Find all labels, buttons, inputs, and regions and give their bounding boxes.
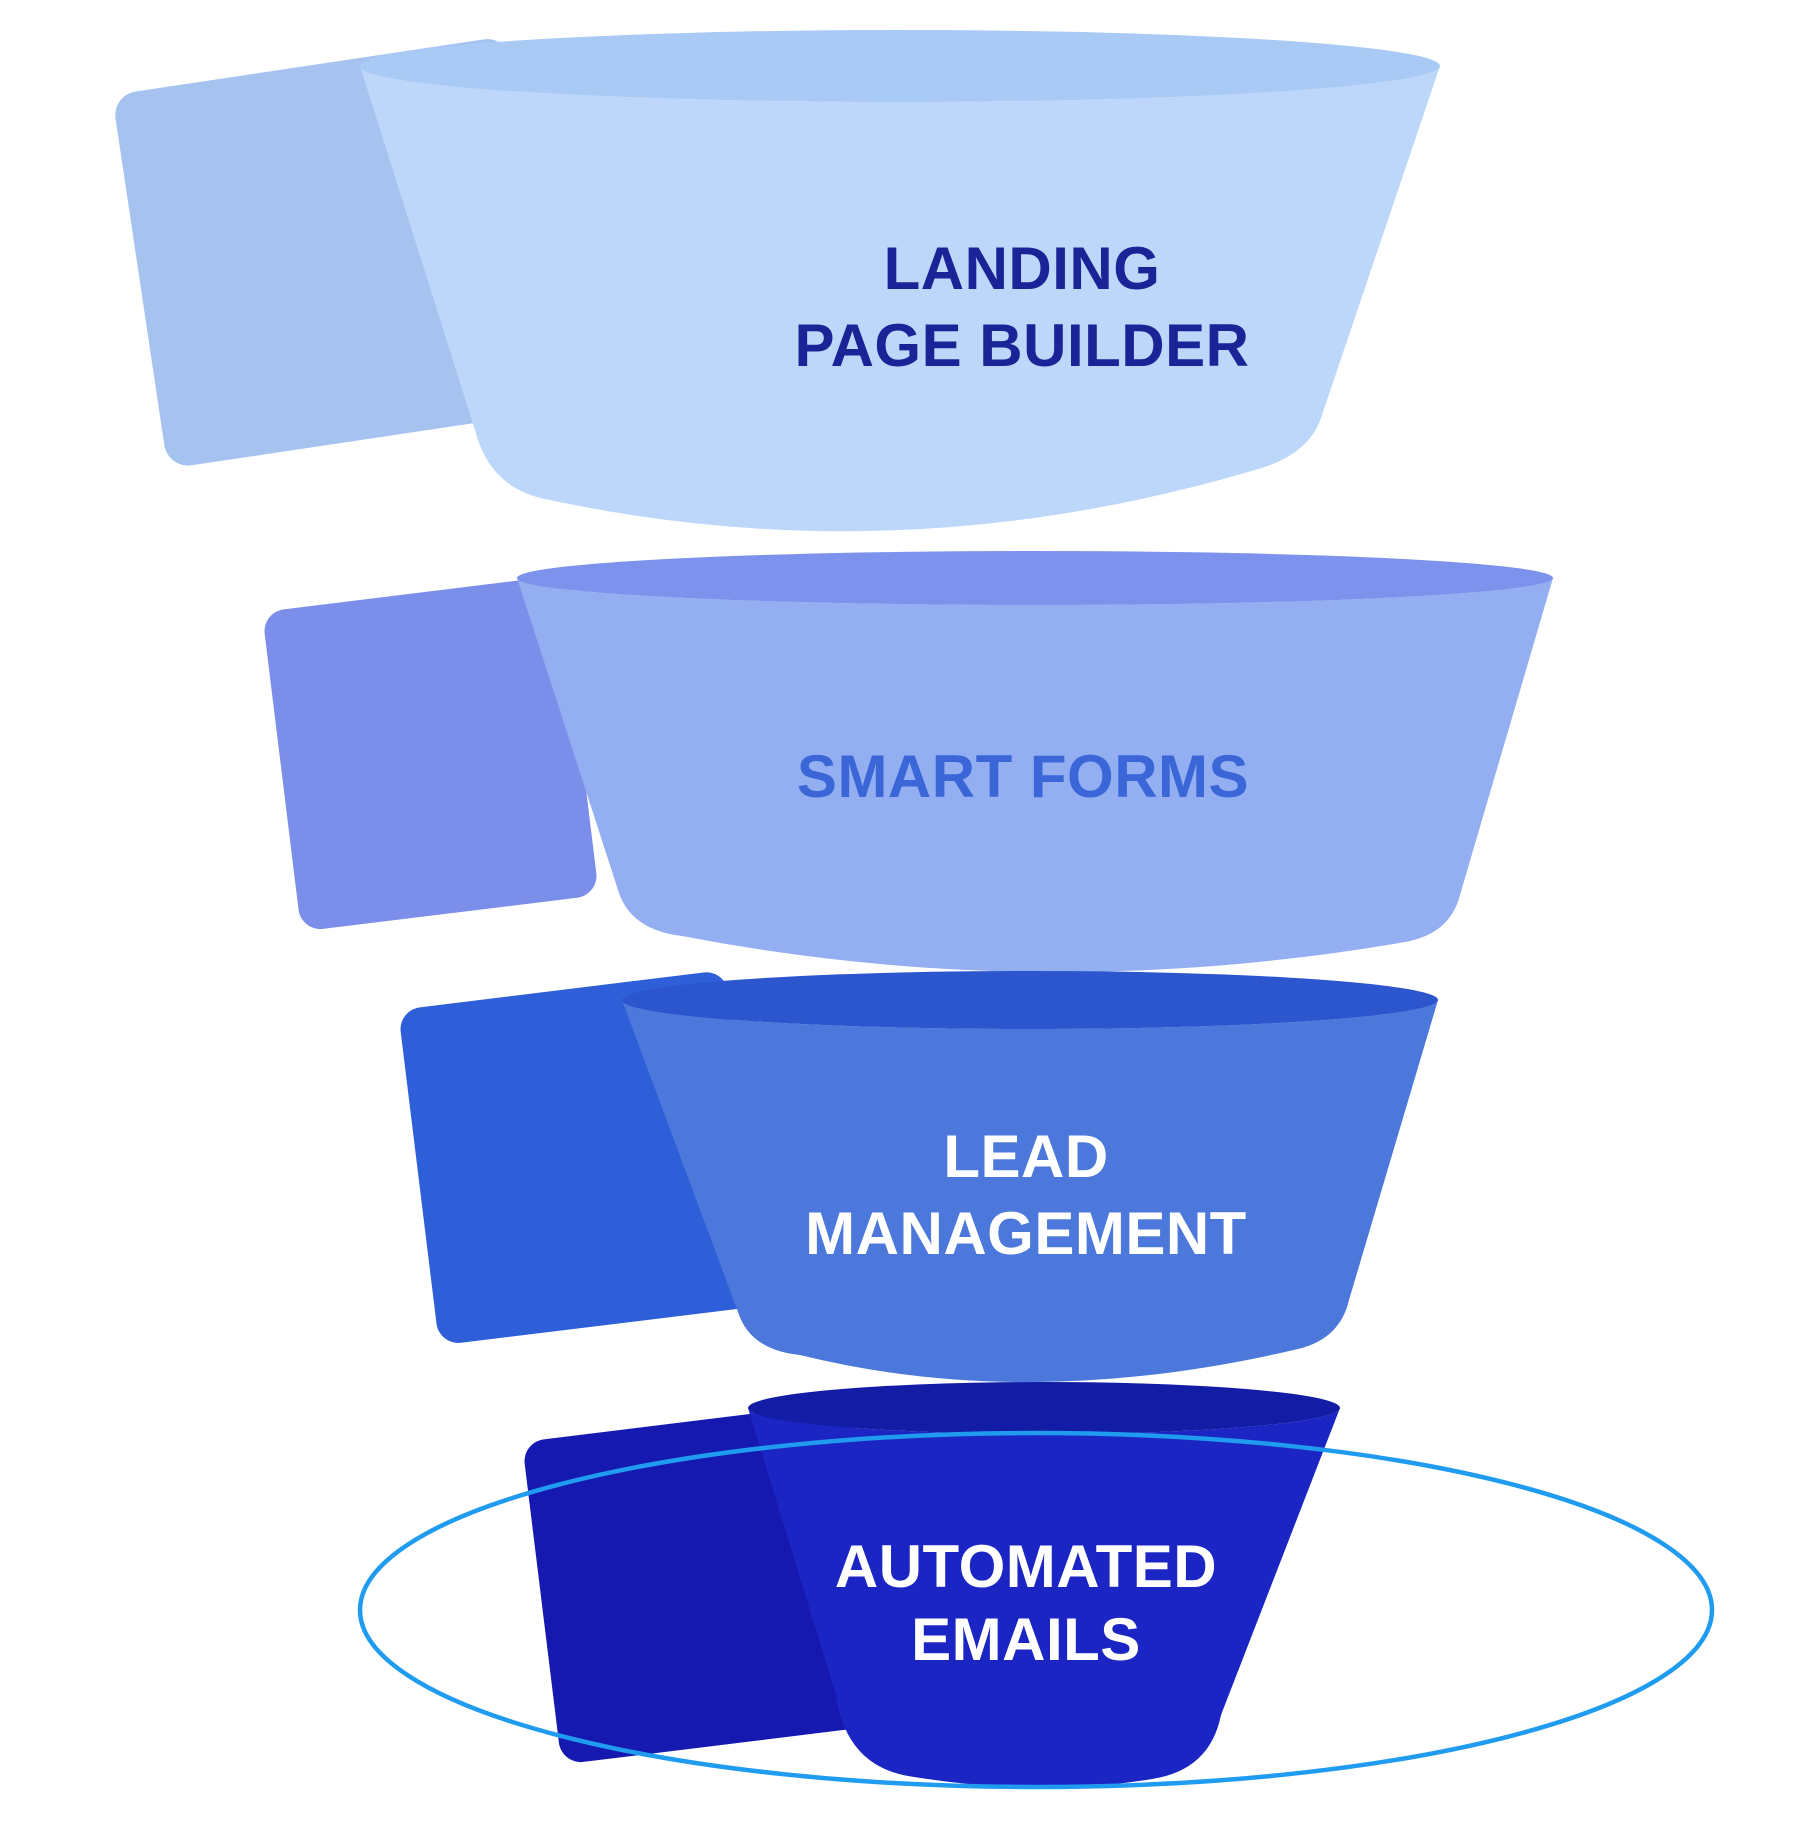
tier-4-rim — [748, 1382, 1340, 1434]
funnel-base-ring — [357, 1430, 1715, 1790]
tier-lead-management: LEAD MANAGEMENT — [400, 971, 1438, 1383]
tier-4-label-line-2: EMAILS — [911, 1606, 1141, 1673]
tier-2-rim — [517, 551, 1553, 605]
tier-4-body — [748, 1408, 1340, 1788]
tier-3-label-line-2: MANAGEMENT — [805, 1200, 1247, 1267]
tier-3-body — [622, 1000, 1438, 1383]
tier-smart-forms: SMART FORMS — [264, 551, 1553, 973]
tier-1-label-line-2: PAGE BUILDER — [795, 312, 1250, 379]
tier-automated-emails: AUTOMATED EMAILS — [524, 1382, 1340, 1788]
tier-1-body — [360, 66, 1440, 532]
tier-4-label-line-1: AUTOMATED — [835, 1533, 1217, 1600]
tier-1-label-line-1: LANDING — [884, 235, 1161, 302]
tier-1-rim — [360, 30, 1440, 102]
tier-3-rim — [622, 971, 1438, 1029]
tier-3-label-line-1: LEAD — [943, 1123, 1108, 1190]
tier-2-body — [517, 578, 1553, 973]
tier-2-shadow — [264, 577, 597, 930]
tier-2-label-line-1: SMART FORMS — [797, 743, 1249, 810]
tier-landing-page-builder: LANDING PAGE BUILDER — [115, 30, 1440, 532]
